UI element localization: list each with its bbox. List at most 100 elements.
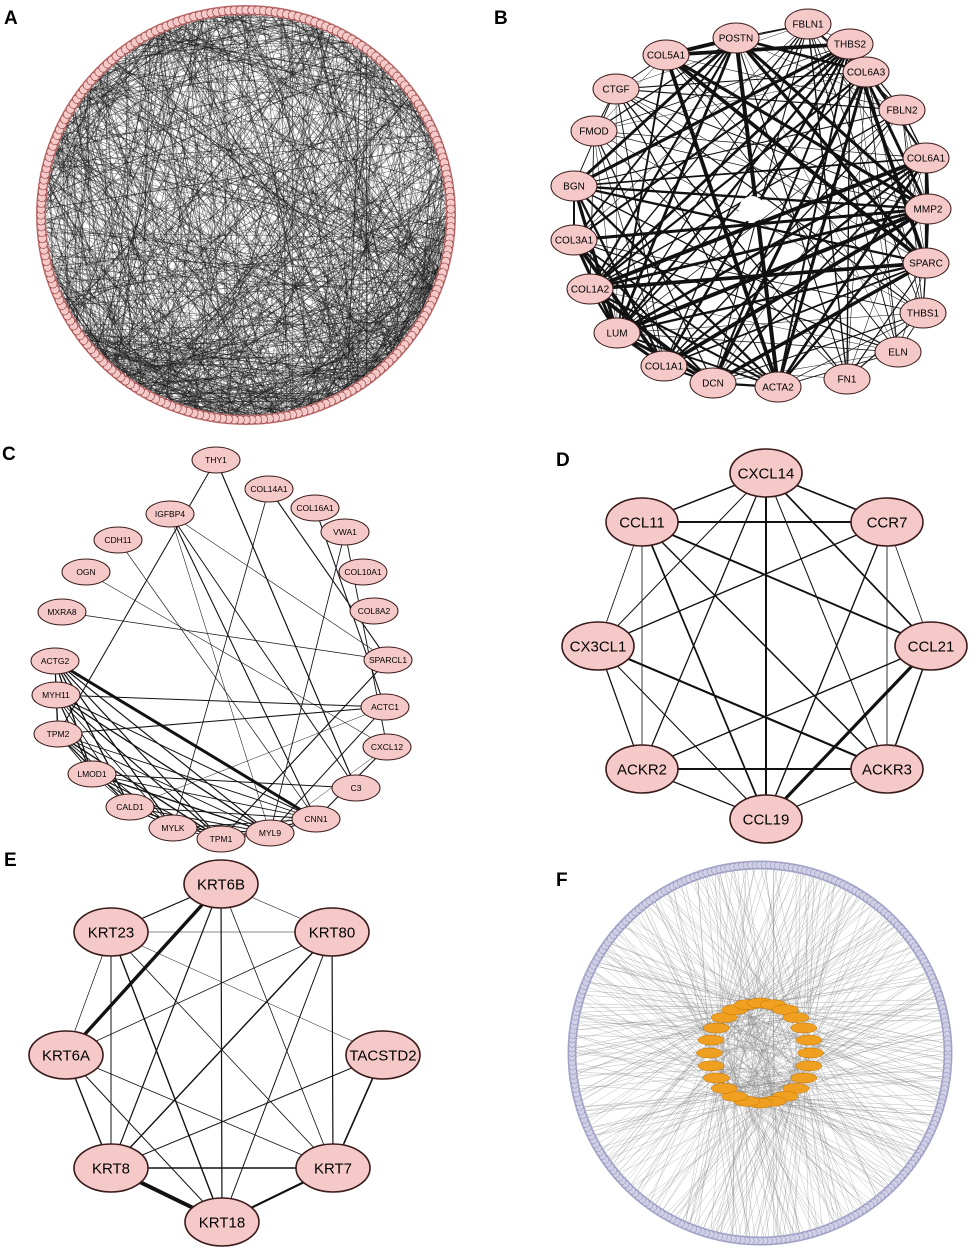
panel-a-edge <box>42 238 136 388</box>
panel-a-edge <box>57 134 416 331</box>
panel-b-edge <box>664 54 780 388</box>
panel-f-edge <box>572 1061 747 1102</box>
panel-d-edge <box>641 521 767 820</box>
panel-a-edge <box>102 226 451 363</box>
panel-a-edge <box>44 174 390 363</box>
panel-f-edge <box>734 935 907 1097</box>
panel-d-edge <box>597 472 767 647</box>
panel-b-center-hole <box>739 196 765 222</box>
panel-f-edge <box>723 1077 804 1238</box>
panel-f-edge <box>613 1004 748 1171</box>
panel-f-edge <box>808 1039 943 1099</box>
panel-a-edge <box>245 9 381 371</box>
panel-a-edge <box>44 255 151 397</box>
panel-f-edge <box>759 893 860 1104</box>
panel-a-edge <box>356 49 367 388</box>
panel-b-nodes: POSTNFBLN1THBS2COL6A3FBLN2COL6A1MMP2SPAR… <box>550 8 952 403</box>
panel-c-edge <box>129 806 271 834</box>
panel-a-edge <box>83 15 200 91</box>
panel-f-edge <box>728 867 796 1018</box>
panel-c-node-label: ACTC1 <box>371 702 399 712</box>
panel-c-node-actc1: ACTC1 <box>360 693 410 721</box>
panel-a-edge <box>54 71 394 290</box>
panel-b-edge <box>593 130 848 380</box>
panel-f-edge <box>709 1012 944 1054</box>
panel-c-node-label: COL10A1 <box>344 567 382 577</box>
panel-d-edge <box>597 645 767 820</box>
panel-d-edge <box>597 645 888 770</box>
panel-f-edge <box>711 977 933 1041</box>
panel-b-node-fbln1: FBLN1 <box>784 8 832 40</box>
panel-a-edge <box>44 255 117 374</box>
panel-d-node-label: CCL21 <box>908 638 955 655</box>
panel-c-node-shape <box>145 500 195 528</box>
panel-a-edge <box>52 145 241 421</box>
panel-d-edge <box>764 644 933 821</box>
panel-c-node-shape <box>338 558 388 586</box>
panel-b-edge <box>573 42 851 188</box>
panel-a-edge <box>47 162 398 354</box>
panel-a-edge <box>155 30 425 115</box>
panel-f-edge <box>595 961 710 1054</box>
panel-a-edge <box>52 145 141 391</box>
panel-f-edge <box>716 1027 801 1237</box>
panel-f-edge <box>772 870 806 1005</box>
panel-a-edge <box>50 277 293 416</box>
panel-f-edge <box>574 1084 735 1097</box>
panel-c-node-shape <box>61 558 111 586</box>
panel-a-edge <box>98 310 428 359</box>
panel-f-edge <box>642 906 748 1102</box>
panel-b-node-label: FN1 <box>838 375 857 386</box>
panel-a-edge <box>42 238 282 418</box>
panel-a-edge <box>210 12 402 350</box>
panel-a-edge <box>54 80 92 290</box>
panel-c-node-shape <box>105 793 155 821</box>
panel-f-edge <box>737 1101 774 1240</box>
panel-b-node-shape <box>784 8 832 40</box>
panel-a-edge <box>280 12 348 394</box>
panel-e-edge <box>110 931 384 1056</box>
panel-e-node-shape <box>28 1030 104 1080</box>
panel-c-node-shape <box>33 720 83 748</box>
panel-f-edge <box>680 1017 796 1224</box>
panel-b-node-label: COL3A1 <box>555 236 594 247</box>
panel-a-edge <box>46 168 247 421</box>
panel-c-node-label: CNN1 <box>304 814 327 824</box>
panel-c-node-label: TPM2 <box>47 729 70 739</box>
panel-c-node-shape <box>191 446 241 474</box>
panel-d-node-shape <box>850 744 924 794</box>
panel-b-node-shape <box>712 22 760 54</box>
panel-c-node-label: LMOD1 <box>77 769 107 779</box>
panel-a-edge <box>41 226 299 414</box>
panel-e-node-krt23: KRT23 <box>73 907 149 957</box>
panel-a-edge <box>42 185 178 409</box>
panel-a-edge <box>59 16 299 130</box>
panel-f-edge <box>576 1012 811 1054</box>
panel-a-edge <box>41 156 443 222</box>
panel-a-edge <box>61 124 104 363</box>
panel-a-edge <box>125 266 445 382</box>
panel-e-node-krt7: KRT7 <box>295 1143 371 1193</box>
panel-b-edge <box>665 54 903 111</box>
panel-c-edge <box>268 488 389 661</box>
panel-a-edge <box>228 179 449 420</box>
panel-f-edge <box>734 895 864 1010</box>
panel-f-edge <box>572 1034 712 1041</box>
panel-e: E KRT6BKRT80TACSTD2KRT7KRT18KRT8KRT6AKRT… <box>4 850 421 1247</box>
panel-f-hub-node <box>702 1022 730 1034</box>
panel-a-edge <box>40 67 104 222</box>
panel-b-edge <box>665 42 851 57</box>
panel-f-edge <box>772 1101 774 1241</box>
panel-f-edge <box>714 870 796 1089</box>
panel-c-node-label: COL16A1 <box>296 503 334 513</box>
panel-a-edge <box>83 71 394 91</box>
panel-a-edge <box>54 289 183 411</box>
panel-f-edge <box>716 867 792 1029</box>
panel-f-edge <box>716 865 756 1029</box>
panel-d-edge <box>597 521 888 647</box>
panel-a-edge <box>48 10 229 274</box>
panel-c-node-label: MYLK <box>161 823 184 833</box>
panel-c-node-shape <box>362 733 412 761</box>
panel-a-edge <box>42 244 206 417</box>
panel-b-edge <box>615 23 809 90</box>
